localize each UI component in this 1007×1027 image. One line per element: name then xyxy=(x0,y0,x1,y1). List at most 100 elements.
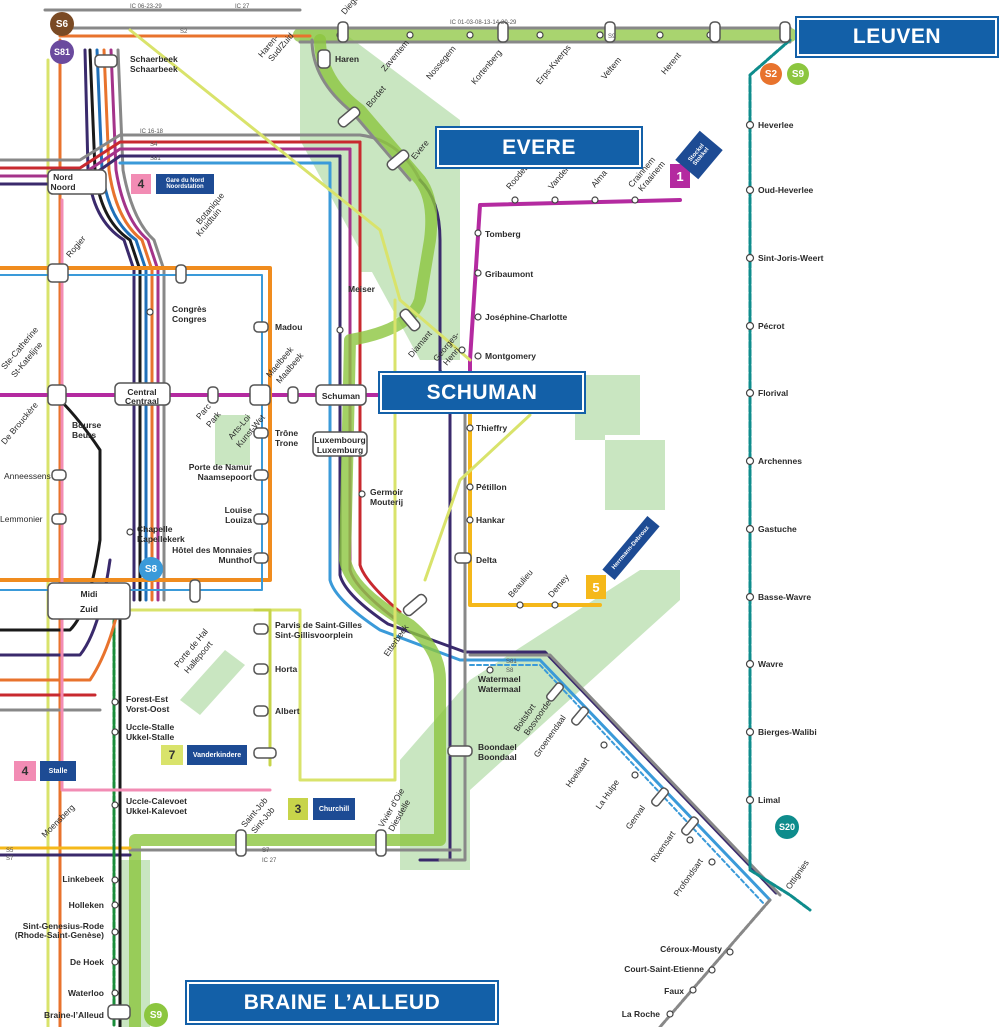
svg-text:IC 27: IC 27 xyxy=(262,858,277,864)
svg-text:Uccle-Stalle: Uccle-Stalle xyxy=(126,722,174,732)
svg-text:Moensberg: Moensberg xyxy=(39,802,76,839)
svg-text:Kortenberg: Kortenberg xyxy=(469,47,504,86)
svg-text:Louiza: Louiza xyxy=(225,515,252,525)
svg-text:S5: S5 xyxy=(6,848,14,854)
svg-text:Madou: Madou xyxy=(275,322,302,332)
svg-text:Beurs: Beurs xyxy=(72,430,96,440)
svg-text:Albert: Albert xyxy=(275,706,300,716)
svg-text:Hoeilaart: Hoeilaart xyxy=(563,755,591,789)
svg-text:Delta: Delta xyxy=(476,555,497,565)
svg-text:Tomberg: Tomberg xyxy=(485,229,521,239)
svg-text:Limal: Limal xyxy=(758,795,780,805)
svg-text:Oud-Heverlee: Oud-Heverlee xyxy=(758,185,814,195)
svg-text:Faux: Faux xyxy=(664,986,684,996)
svg-text:Herent: Herent xyxy=(659,50,683,76)
svg-text:Pécrot: Pécrot xyxy=(758,321,785,331)
svg-text:Nossegem: Nossegem xyxy=(424,44,458,82)
svg-text:Demey: Demey xyxy=(546,572,571,600)
banner-leuven: LEUVEN xyxy=(797,18,997,56)
station-markers xyxy=(111,31,755,1018)
svg-text:Céroux-Mousty: Céroux-Mousty xyxy=(660,944,722,954)
svg-text:Montgomery: Montgomery xyxy=(485,351,536,361)
svg-text:Sint-Gillisvoorplein: Sint-Gillisvoorplein xyxy=(275,630,353,640)
svg-text:Louise: Louise xyxy=(225,505,253,515)
svg-text:Sint-Joris-Weert: Sint-Joris-Weert xyxy=(758,253,824,263)
svg-text:Alma: Alma xyxy=(589,168,609,189)
svg-text:S8: S8 xyxy=(506,668,514,674)
svg-text:Archennes: Archennes xyxy=(758,456,802,466)
svg-text:Diegem: Diegem xyxy=(339,0,365,16)
svg-text:Linkebeek: Linkebeek xyxy=(62,874,104,884)
svg-text:Anneessens: Anneessens xyxy=(4,471,51,481)
svg-text:Holleken: Holleken xyxy=(69,900,104,910)
banner-braine-lalleud: BRAINE L’ALLEUD xyxy=(187,982,497,1023)
svg-text:Thieffry: Thieffry xyxy=(476,423,507,433)
svg-text:Bourse: Bourse xyxy=(72,420,102,430)
svg-text:Vorst-Oost: Vorst-Oost xyxy=(126,704,169,714)
svg-text:Congres: Congres xyxy=(172,314,207,324)
svg-text:Schaarbeek: Schaarbeek xyxy=(130,64,178,74)
svg-text:Munthof: Munthof xyxy=(218,555,252,565)
gare-du-nord-nl: Noordstation xyxy=(166,184,204,190)
svg-text:Haren: Haren xyxy=(335,54,359,64)
svg-text:Chapelle: Chapelle xyxy=(137,524,173,534)
tram-terminus-vanderkindere: Vanderkindere xyxy=(187,745,247,765)
svg-text:IC 16-18: IC 16-18 xyxy=(140,129,164,135)
svg-text:Central: Central xyxy=(127,387,156,397)
svg-text:Trône: Trône xyxy=(275,428,298,438)
svg-text:Mouterij: Mouterij xyxy=(370,497,403,507)
svg-text:Ukkel-Kalevoet: Ukkel-Kalevoet xyxy=(126,806,187,816)
svg-text:Hôtel des Monnaies: Hôtel des Monnaies xyxy=(172,545,252,555)
banner-schuman: SCHUMAN xyxy=(380,373,584,412)
svg-text:Gastuche: Gastuche xyxy=(758,524,797,534)
svg-text:Meiser: Meiser xyxy=(348,284,376,294)
svg-text:S7: S7 xyxy=(6,856,14,862)
svg-text:Basse-Wavre: Basse-Wavre xyxy=(758,592,811,602)
svg-text:Nord: Nord xyxy=(53,172,73,182)
svg-text:Watermaal: Watermaal xyxy=(478,684,521,694)
svg-text:De Hoek: De Hoek xyxy=(70,957,104,967)
svg-text:Schuman: Schuman xyxy=(322,391,360,401)
svg-text:S9: S9 xyxy=(608,34,616,40)
svg-text:De Brouckère: De Brouckère xyxy=(0,400,40,446)
svg-text:Ukkel-Stalle: Ukkel-Stalle xyxy=(126,732,174,742)
svg-text:S2: S2 xyxy=(180,29,188,35)
svg-text:Centraal: Centraal xyxy=(125,396,159,406)
svg-text:Pétillon: Pétillon xyxy=(476,482,507,492)
svg-text:Waterloo: Waterloo xyxy=(68,988,104,998)
line-badge-s8: S8 xyxy=(139,557,163,581)
svg-text:Schaerbeek: Schaerbeek xyxy=(130,54,178,64)
svg-text:Lemmonier: Lemmonier xyxy=(0,514,43,524)
tram-terminus-churchill: Churchill xyxy=(313,798,355,820)
metro-terminus-stalle: Stalle xyxy=(40,761,76,781)
svg-text:S7: S7 xyxy=(262,848,270,854)
interchange-markers xyxy=(47,21,791,1020)
svg-text:Profondsart: Profondsart xyxy=(671,856,705,898)
svg-text:Sint-Genesius-Rode: Sint-Genesius-Rode xyxy=(23,921,105,931)
svg-text:Noord: Noord xyxy=(50,182,75,192)
svg-text:Wavre: Wavre xyxy=(758,659,783,669)
gare-du-nord-fr: Gare du Nord xyxy=(165,178,205,184)
banner-evere: EVERE xyxy=(437,128,641,167)
svg-text:Trone: Trone xyxy=(275,438,298,448)
metro-badge-4-nord: 4 xyxy=(131,174,151,194)
svg-text:Horta: Horta xyxy=(275,664,297,674)
tram-badge-3: 3 xyxy=(288,798,308,820)
line-labels: IC 06-23-29 IC 27 IC 01-03-08-13-14-20-2… xyxy=(6,4,616,864)
line-badge-s2: S2 xyxy=(760,63,782,85)
svg-text:(Rhode-Saint-Genèse): (Rhode-Saint-Genèse) xyxy=(15,930,104,940)
svg-text:Porte de Namur: Porte de Namur xyxy=(189,462,253,472)
svg-text:Kapellekerk: Kapellekerk xyxy=(137,534,185,544)
svg-text:IC 01-03-08-13-14-20-29: IC 01-03-08-13-14-20-29 xyxy=(450,20,517,26)
svg-text:Uccle-Calevoet: Uccle-Calevoet xyxy=(126,796,187,806)
svg-text:La Hulpe: La Hulpe xyxy=(593,777,621,811)
svg-text:Florival: Florival xyxy=(758,388,788,398)
svg-text:Rogier: Rogier xyxy=(64,234,88,260)
svg-text:Germoir: Germoir xyxy=(370,487,404,497)
svg-text:S81: S81 xyxy=(150,156,161,162)
svg-text:Joséphine-Charlotte: Joséphine-Charlotte xyxy=(485,312,567,322)
line-badge-s6: S6 xyxy=(50,12,74,36)
svg-text:Veltem: Veltem xyxy=(599,55,623,81)
svg-text:Hankar: Hankar xyxy=(476,515,506,525)
